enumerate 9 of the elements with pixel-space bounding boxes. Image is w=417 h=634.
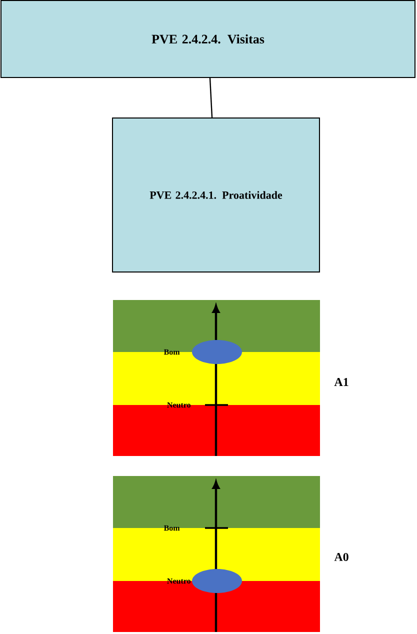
- scale-name: A1: [334, 378, 348, 386]
- scale-label: Neutro: [167, 578, 190, 584]
- scale-label: Neutro: [167, 402, 190, 408]
- connector-line: [209, 78, 213, 118]
- scale-name: A0: [334, 552, 348, 562]
- process-box: PVE 2.4.2.4.1. Proatividade: [112, 118, 320, 272]
- scale-label: Bom: [164, 349, 180, 355]
- scale-label: Bom: [164, 525, 180, 531]
- process-box: PVE 2.4.2.4. Visitas: [0, 0, 416, 78]
